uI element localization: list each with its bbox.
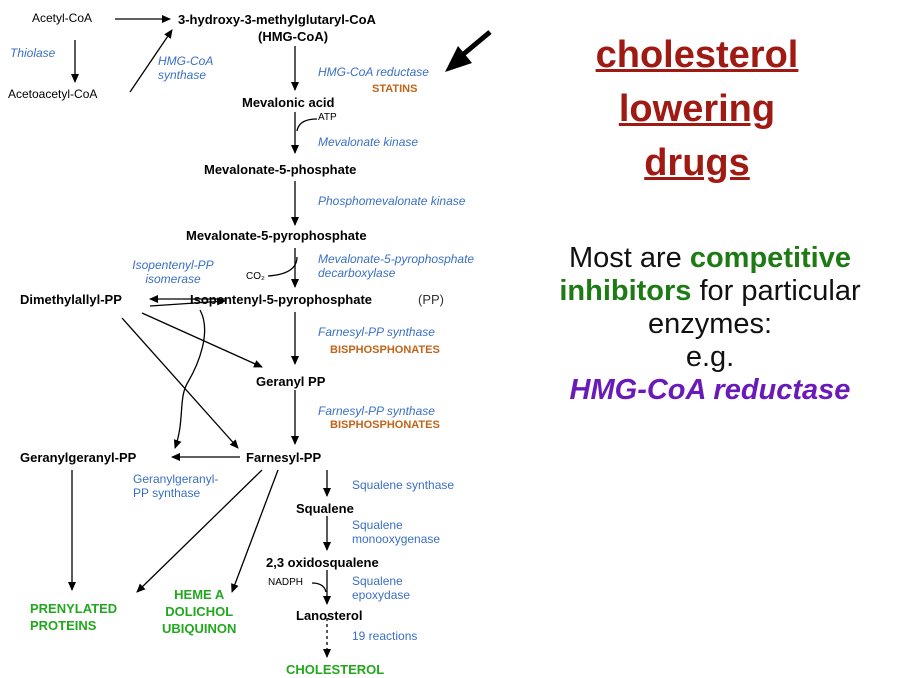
phosphomevalonate-kinase-label: Phosphomevalonate kinase [318, 194, 466, 208]
mevalonate-kinase-label: Mevalonate kinase [318, 135, 419, 149]
heme-dolichol-ubiquinon-label: HEME A DOLICHOL UBIQUINON [162, 587, 237, 636]
isopentenyl-isomerase-label: Isopentenyl-PP isomerase [132, 258, 214, 286]
farnesyl-pp-synthase-1-label: Farnesyl-PP synthase [318, 325, 435, 339]
hmg-coa-abbr-label: (HMG-CoA) [258, 29, 329, 44]
reactions-19-label: 19 reactions [352, 629, 418, 643]
arrow-ipp-to-geranylgeranyl [173, 309, 206, 449]
arrow-dmapp-to-geranyl [141, 312, 263, 368]
pp-abbr-label: (PP) [418, 292, 444, 307]
hmg-coa-label: 3-hydroxy-3-methylglutaryl-CoA [178, 12, 376, 27]
hmg-coa-synthase-label: HMG-CoA synthase [158, 54, 213, 82]
slide-title-line-2: lowering [618, 88, 776, 130]
geranylgeranyl-pp-synthase-label: Geranylgeranyl-PP synthase [133, 472, 219, 500]
cholesterol-partial-label: CHOLESTEROL [286, 662, 385, 677]
arrow-dmapp-to-ipp [149, 297, 226, 307]
arrow-dmapp-to-farnesyl [121, 317, 239, 449]
squalene-monooxygenase-label: Squalene monooxygenase [352, 518, 441, 546]
nadph-label: NADPH [268, 577, 304, 588]
hmg-coa-reductase-label: HMG-CoA reductase [318, 65, 429, 79]
nadph-curve [311, 582, 327, 593]
arrow-farnesyl-to-heme [231, 469, 279, 593]
oxidosqualene-label: 2,3 oxidosqualene [266, 555, 379, 570]
co2-label: CO₂ [246, 271, 265, 282]
slide-body: Most are competitive inhibitors for part… [520, 242, 900, 407]
slide-body-statement: Most are competitive inhibitors for part… [520, 242, 900, 341]
arrow-farnesyl-to-prenylated [136, 469, 263, 593]
farnesyl-pp-synthase-2-label: Farnesyl-PP synthase [318, 404, 435, 418]
mevalonate-pp-decarboxylase-label: Mevalonate-5-pyrophosphate decarboxylase [318, 252, 475, 280]
isopentenyl-5-pp-label: Isopentenyl-5-pyrophosphate [190, 292, 373, 307]
slide-body-example: HMG-CoA reductase [569, 374, 851, 406]
farnesyl-pp-label: Farnesyl-PP [246, 450, 322, 465]
squalene-synthase-label: Squalene synthase [352, 478, 455, 492]
arrow-acetoacetyl-to-hmg [129, 29, 173, 93]
dimethylallyl-pp-label: Dimethylallyl-PP [20, 292, 122, 307]
mevalonate-5-phosphate-label: Mevalonate-5-phosphate [204, 162, 357, 177]
geranyl-pp-label: Geranyl PP [256, 374, 326, 389]
slide-title-line-3: drugs [644, 142, 750, 184]
mevalonic-acid-label: Mevalonic acid [242, 95, 335, 110]
co2-curve [267, 256, 298, 277]
lanosterol-label: Lanosterol [296, 608, 363, 623]
squalene-epoxydase-label: Squalene epoxydase [352, 574, 411, 602]
acetoacetyl-coa-label: Acetoacetyl-CoA [8, 87, 98, 101]
squalene-label: Squalene [296, 501, 354, 516]
bisphosphonates-1-label: BISPHOSPHONATES [330, 344, 440, 356]
bisphosphonates-2-label: BISPHOSPHONATES [330, 419, 440, 431]
acetyl-coa-label: Acetyl-CoA [32, 11, 93, 25]
body-highlight: competitive inhibitors [559, 242, 852, 307]
statin-pointer-arrow [445, 30, 492, 72]
prenylated-proteins-label: PRENYLATED PROTEINS [30, 601, 118, 633]
slide-body-eg: e.g. [685, 341, 735, 373]
slide-title: cholesterol lowering drugs [540, 28, 854, 190]
slide-title-line-1: cholesterol [595, 34, 799, 76]
body-part-2: for particular enzymes: [647, 275, 861, 340]
atp-curve [296, 118, 318, 132]
geranylgeranyl-pp-label: Geranylgeranyl-PP [20, 450, 137, 465]
statins-label: STATINS [372, 83, 418, 95]
atp-label: ATP [318, 112, 337, 123]
thiolase-label: Thiolase [10, 46, 56, 60]
mevalonate-5-pyrophosphate-label: Mevalonate-5-pyrophosphate [186, 228, 367, 243]
body-part-1: Most are [568, 242, 690, 274]
